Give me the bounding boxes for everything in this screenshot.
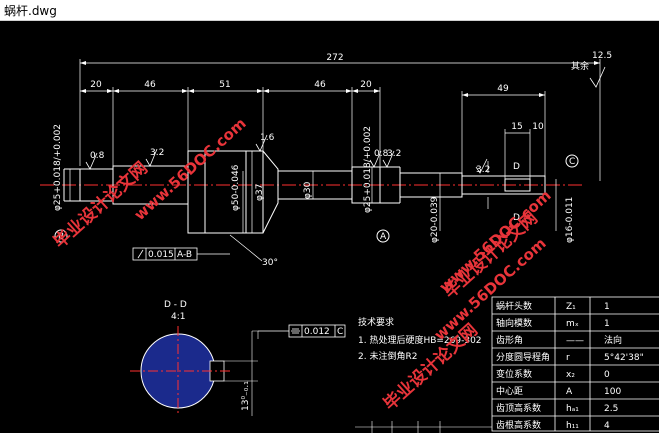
dim-seg5: 20 [360, 80, 372, 90]
dim-key-dia: φ16-0.011 [565, 197, 575, 243]
dim-seg1: 20 [90, 80, 102, 90]
dim-shoulder: φ37 [255, 184, 265, 201]
rough-general-label: 其余 [571, 60, 589, 72]
param-symbol-3: —— [566, 336, 584, 346]
rough-3: 1.6 [260, 133, 275, 143]
cad-canvas[interactable]: 272 20 46 51 46 20 49 15 10 φ25+0.018/+0… [0, 21, 659, 433]
param-symbol-2: mₓ [566, 319, 579, 329]
tech-req-item-2: 2. 未注倒角R2 [358, 350, 417, 362]
param-name-1: 蜗杆头数 [496, 300, 532, 312]
watermark-cn-2: 毕业设计论文网 [379, 319, 481, 414]
param-table [491, 296, 659, 432]
param-symbol-7: hₐ₁ [566, 404, 579, 414]
param-symbol-5: x₂ [566, 370, 575, 380]
drawing-svg: 272 20 46 51 46 20 49 15 10 φ25+0.018/+0… [40, 51, 659, 433]
dim-seg2: 46 [144, 80, 156, 90]
datum-b: B [58, 232, 64, 242]
param-value-8: 4 [604, 421, 610, 431]
param-symbol-8: h₁₁ [566, 421, 579, 431]
dimension-lines [69, 59, 601, 262]
param-name-4: 分度圆导程角 [496, 351, 550, 363]
param-value-1: 1 [604, 302, 610, 312]
rough-6: 3.2 [476, 165, 490, 175]
param-name-7: 齿顶高系数 [496, 402, 541, 414]
dim-left-journal: φ25+0.018/+0.002 [53, 124, 63, 211]
runout-value: 0.015 [148, 250, 174, 260]
param-value-4: 5°42'38" [604, 353, 644, 363]
section-dim: 13⁰₋₀.₁ [241, 381, 251, 411]
section-mark-top: D [513, 162, 520, 172]
param-value-5: 0 [604, 370, 610, 380]
tech-req-item-1: 1. 热处理后硬度HB=269-302 [358, 334, 482, 346]
dim-seg3: 51 [219, 80, 230, 90]
dim-overall: 272 [326, 53, 343, 63]
dimension-arrows [80, 61, 600, 97]
rough-4: 0.8 [374, 149, 389, 159]
param-value-7: 2.5 [604, 404, 618, 414]
param-name-3: 齿形角 [496, 334, 523, 346]
runout-ref: A-B [177, 250, 192, 260]
section-view [130, 326, 259, 416]
section-title: D - D [164, 300, 187, 310]
runout-frame [132, 247, 230, 261]
symmetry-value: 0.012 [304, 327, 330, 337]
tech-req-heading: 技术要求 [358, 316, 394, 328]
rough-1: 0.8 [90, 151, 105, 161]
param-value-2: 1 [604, 319, 610, 329]
dim-seg4: 46 [314, 80, 326, 90]
section-mark-bottom: D [513, 213, 520, 223]
dim-key-len: 15 [511, 122, 522, 132]
dim-angle: 30° [262, 258, 278, 268]
dim-seg6: 49 [497, 84, 509, 94]
roughness-symbols [85, 66, 606, 174]
section-scale: 4:1 [171, 312, 185, 322]
title-block-edge [355, 421, 492, 433]
param-name-8: 齿根高系数 [496, 419, 541, 431]
datum-c: C [569, 157, 575, 167]
param-name-6: 中心距 [496, 385, 523, 397]
datum-markers [54, 154, 579, 243]
param-name-2: 轴向模数 [496, 317, 532, 329]
param-symbol-4: r [566, 353, 570, 363]
symmetry-frame [258, 324, 346, 338]
rough-general: 12.5 [592, 51, 612, 61]
datum-a: A [380, 232, 387, 242]
window-title: 蜗杆.dwg [4, 4, 57, 18]
dim-key-off: 10 [532, 122, 544, 132]
rough-5: 3.2 [387, 149, 401, 159]
dim-worm: φ50-0.046 [231, 164, 241, 211]
param-value-6: 100 [604, 387, 621, 397]
window-titlebar: 蜗杆.dwg [0, 0, 659, 21]
symmetry-ref: C [337, 327, 343, 337]
param-symbol-1: Z₁ [566, 302, 576, 312]
param-value-3: 法向 [604, 334, 622, 346]
param-name-5: 变位系数 [496, 368, 532, 380]
dim-right-journal: φ25+0.018/+0.002 [363, 126, 373, 213]
rough-2: 3.2 [150, 148, 164, 158]
param-symbol-6: A [566, 387, 573, 397]
dim-end: φ20-0.039 [430, 196, 440, 243]
dim-mid: φ30 [303, 181, 313, 199]
